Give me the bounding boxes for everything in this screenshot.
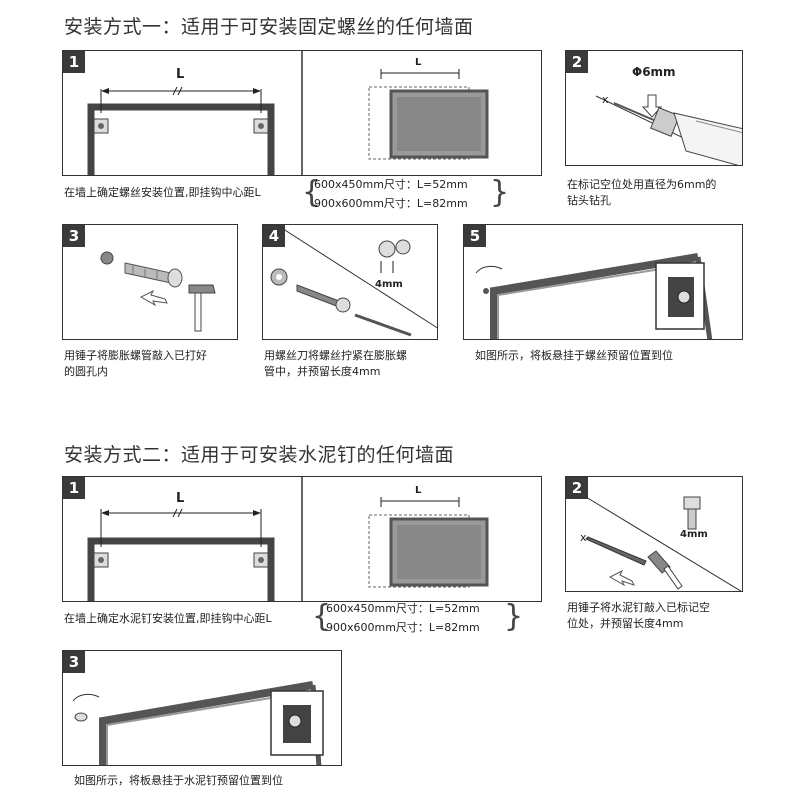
s1-step4-number: 4	[263, 225, 285, 247]
s1-step1-brace: {	[302, 175, 322, 210]
s1-step1-dim-label: L	[176, 67, 185, 82]
s2-step1-illustration	[87, 477, 489, 601]
s1-step1-illustration	[87, 51, 489, 175]
s1-step3-number: 3	[63, 225, 85, 247]
s1-step2-drill-label: Φ6mm	[632, 65, 676, 79]
s1-step4-panel: 4 4mm	[262, 224, 438, 340]
s2-step3-caption: 如图所示，将板悬挂于水泥钉预留位置到位	[74, 774, 283, 787]
s2-step1-brace: {	[312, 599, 332, 634]
s1-step2-panel: 2 Φ6mm x	[565, 50, 743, 166]
s1-step4-caption-2: 管中，并预留长度4mm	[264, 365, 381, 378]
s1-step1-caption: 在墙上确定螺丝安装位置,即挂钩中心距L	[64, 186, 261, 199]
screw-screwdriver-illustration	[270, 225, 437, 337]
drill-illustration	[595, 94, 742, 165]
s1-step3-caption-2: 的圆孔内	[64, 365, 108, 378]
s1-step1-brace-right: }	[490, 175, 510, 210]
s2-step1-size-a: 600x450mm尺寸：L=52mm	[326, 602, 480, 615]
s2-step1-dim-label: L	[176, 491, 185, 506]
s2-step1-number: 1	[63, 477, 85, 499]
s1-step2-caption-2: 钻头钻孔	[567, 194, 611, 207]
anchor-hammer-illustration	[100, 251, 216, 332]
s1-step2-x-mark: x	[602, 93, 609, 106]
s2-step3-panel: 3	[62, 650, 342, 766]
s1-step5-caption: 如图所示，将板悬挂于螺丝预留位置到位	[475, 349, 673, 362]
s1-step3-panel: 3	[62, 224, 238, 340]
s1-step4-len-label: 4mm	[375, 279, 403, 290]
hang-board-illustration	[475, 253, 713, 339]
s1-step3-caption-1: 用锤子将膨胀螺管敲入已打好	[64, 349, 207, 362]
s1-step5-number: 5	[464, 225, 486, 247]
s2-step1-size-b: 900x600mm尺寸：L=82mm	[326, 621, 480, 634]
s2-step2-len-label: 4mm	[680, 529, 708, 540]
s2-step1-dim-label-small: L	[415, 485, 422, 496]
s1-step1-panel: 1 L L	[62, 50, 542, 176]
s1-step1-dim-label-small: L	[415, 57, 422, 68]
s2-step3-number: 3	[63, 651, 85, 673]
s1-step1-size-b: 900x600mm尺寸：L=82mm	[314, 197, 468, 210]
s1-step2-number: 2	[566, 51, 588, 73]
s1-step2-caption-1: 在标记空位处用直径为6mm的	[567, 178, 717, 191]
s2-step2-caption-1: 用锤子将水泥钉敲入已标记空	[567, 601, 710, 614]
s1-step4-caption-1: 用螺丝刀将螺丝拧紧在膨胀螺	[264, 349, 407, 362]
section2-title: 安装方式二：适用于可安装水泥钉的任何墙面	[64, 444, 455, 466]
s2-step2-panel: 2 4mm x	[565, 476, 743, 592]
s2-step1-brace-right: }	[504, 599, 524, 634]
s2-step1-caption: 在墙上确定水泥钉安装位置,即挂钩中心距L	[64, 612, 272, 625]
s1-step1-size-a: 600x450mm尺寸：L=52mm	[314, 178, 468, 191]
nail-hammer-illustration	[585, 496, 742, 591]
s2-step2-number: 2	[566, 477, 588, 499]
section1-title: 安装方式一：适用于可安装固定螺丝的任何墙面	[64, 16, 474, 38]
s1-step5-panel: 5	[463, 224, 743, 340]
s1-step1-number: 1	[63, 51, 85, 73]
s2-step2-x-mark: x	[580, 531, 587, 544]
s2-step1-panel: 1 L L	[62, 476, 542, 602]
s2-hang-board-illustration	[72, 681, 324, 765]
s2-step2-caption-2: 位处，并预留长度4mm	[567, 617, 684, 630]
